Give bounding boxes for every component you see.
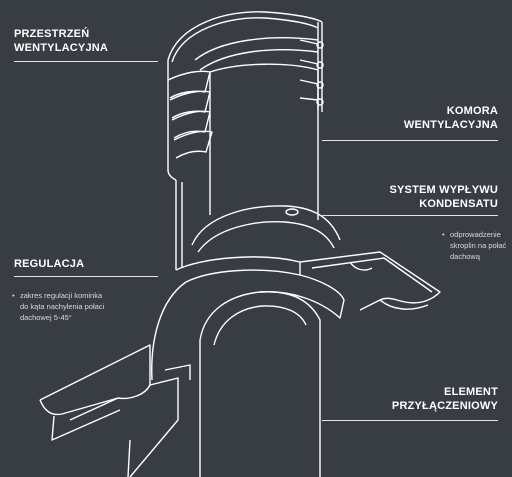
label-element-przylaczeniowy: ELEMENT PRZYŁĄCZENIOWY bbox=[391, 386, 498, 412]
chamber-wall bbox=[209, 63, 319, 73]
note-system: odprowadzenie skroplin na połać dachową bbox=[442, 229, 506, 262]
note-regulacja: zakres regulacji kominka do kąta nachyle… bbox=[12, 290, 104, 323]
label-przestrzen-wentylacyjna: PRZESTRZEŃ WENTYLACYJNA bbox=[14, 28, 109, 54]
roof-tile-left bbox=[39, 344, 151, 421]
label-system-wyplywu-kondensatu: SYSTEM WYPŁYWU KONDENSATU bbox=[389, 184, 498, 210]
connector-pipe bbox=[199, 291, 321, 477]
leader-line-regulacja bbox=[14, 276, 158, 277]
leader-line-komora bbox=[322, 140, 498, 141]
condensate-tray bbox=[191, 205, 341, 246]
louver-3 bbox=[171, 110, 211, 139]
leader-line-przestrzen bbox=[14, 61, 158, 62]
label-regulacja: REGULACJA bbox=[14, 258, 85, 270]
louver-4 bbox=[173, 130, 213, 159]
cap-dome bbox=[167, 11, 323, 61]
louver-1 bbox=[167, 70, 211, 99]
adjustment-collar bbox=[175, 256, 301, 283]
louver-2 bbox=[169, 90, 211, 119]
leader-line-system bbox=[322, 215, 498, 216]
label-komora-wentylacyjna: KOMORA WENTYLACYJNA bbox=[403, 105, 498, 131]
leader-line-element bbox=[322, 420, 498, 421]
roof-tile-right bbox=[299, 251, 441, 311]
